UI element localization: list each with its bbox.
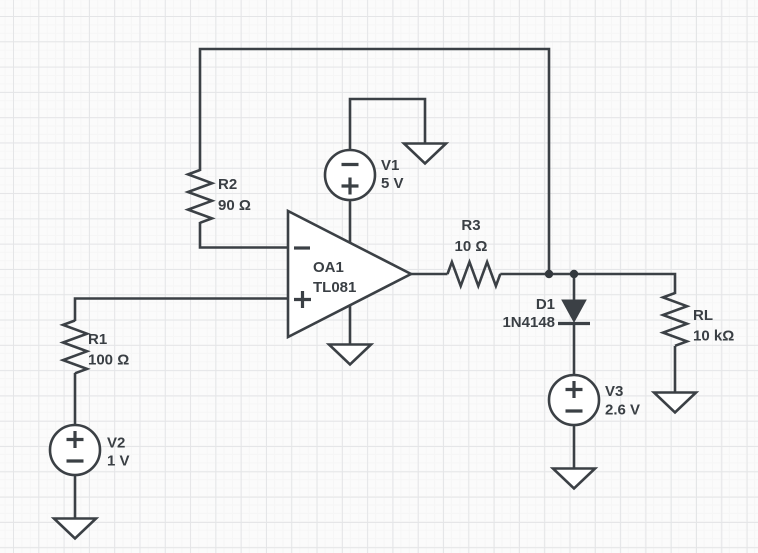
opamp-name-label: OA1 xyxy=(313,259,344,276)
source-v3[interactable]: V3 2.6 V xyxy=(547,373,640,427)
junction-dot-icon xyxy=(569,269,579,279)
resistor-value-label: 100 Ω xyxy=(88,352,129,369)
wire-noninverting-input[interactable] xyxy=(73,297,288,322)
ground-icon[interactable] xyxy=(650,391,700,415)
resistor-r2[interactable]: R2 90 Ω xyxy=(184,168,251,225)
resistor-r3[interactable]: R3 10 Ω xyxy=(446,217,502,290)
ground-symbols xyxy=(50,142,700,541)
opamp-part-label: TL081 xyxy=(313,279,356,296)
source-value-label: 1 V xyxy=(107,453,130,470)
ground-icon[interactable] xyxy=(50,517,100,541)
junction-dot-icon xyxy=(544,269,554,279)
resistor-body[interactable] xyxy=(59,319,91,375)
source-v2[interactable]: V2 1 V xyxy=(48,423,130,477)
resistor-name-label: RL xyxy=(693,307,713,324)
diode-name-label: D1 xyxy=(536,296,555,313)
resistor-r1[interactable]: R1 100 Ω xyxy=(59,319,129,375)
resistor-rl[interactable]: RL 10 kΩ xyxy=(659,291,734,348)
ground-icon[interactable] xyxy=(549,467,599,491)
resistor-name-label: R3 xyxy=(461,217,480,234)
resistor-name-label: R2 xyxy=(218,176,237,193)
wire-r3-to-rl[interactable] xyxy=(500,272,677,294)
junction-dots xyxy=(544,269,579,279)
source-v1[interactable]: V1 5 V xyxy=(323,148,404,202)
diode-value-label: 1N4148 xyxy=(502,314,555,331)
wire-v1-to-ground[interactable] xyxy=(348,97,427,151)
source-circle[interactable] xyxy=(547,373,601,427)
ground-icon[interactable] xyxy=(400,142,450,166)
resistor-name-label: R1 xyxy=(88,331,107,348)
resistor-body[interactable] xyxy=(659,291,691,348)
opamp-triangle[interactable] xyxy=(286,208,414,340)
ground-icon[interactable] xyxy=(325,343,375,367)
resistor-value-label: 10 kΩ xyxy=(693,328,734,345)
source-name-label: V3 xyxy=(605,383,623,400)
source-value-label: 2.6 V xyxy=(605,402,640,419)
resistor-value-label: 90 Ω xyxy=(218,197,251,214)
resistor-body[interactable] xyxy=(184,168,216,225)
wire-r2-to-inverting-input[interactable] xyxy=(198,222,288,249)
wire-feedback[interactable] xyxy=(198,47,551,272)
source-name-label: V1 xyxy=(381,157,399,174)
diode-anode-triangle[interactable] xyxy=(561,299,587,324)
source-circle[interactable] xyxy=(323,148,377,202)
opamp-oa1[interactable]: OA1 TL081 xyxy=(286,208,414,340)
wires xyxy=(73,47,677,519)
resistor-value-label: 10 Ω xyxy=(455,238,488,255)
source-circle[interactable] xyxy=(48,423,102,477)
diode-d1[interactable]: D1 1N4148 xyxy=(502,296,590,331)
source-name-label: V2 xyxy=(107,435,125,452)
resistor-body[interactable] xyxy=(446,258,502,290)
source-value-label: 5 V xyxy=(381,175,404,192)
